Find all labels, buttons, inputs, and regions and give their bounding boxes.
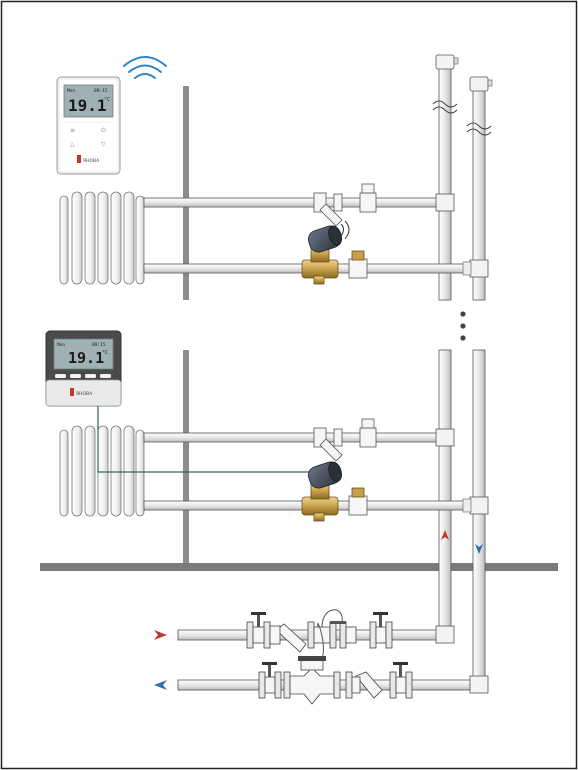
lcd-unit: °C: [102, 350, 108, 356]
floor-slab: [40, 563, 558, 571]
strainer-upper: [313, 183, 377, 227]
radiator-upper: [59, 191, 145, 285]
zone-valve-lower: [301, 461, 342, 522]
lockshield-lower: [348, 487, 368, 516]
lcd-temperature: 19.1: [68, 96, 107, 115]
supply-strainer: [269, 623, 307, 653]
lockshield-upper: [348, 250, 368, 279]
signal-icon: [340, 220, 350, 240]
lcd-mode: Mon: [67, 88, 75, 94]
zone-valve-upper: [301, 225, 342, 285]
button-key: [55, 374, 66, 378]
lcd-time: 09:15: [92, 342, 106, 348]
brand-logo: [77, 155, 81, 163]
pressure-diff-valve: [307, 609, 357, 663]
elbow-return: [469, 675, 489, 694]
strainer-lower: [313, 418, 377, 462]
supply-gate-valve: [246, 612, 271, 649]
impulse-tube: [321, 609, 343, 628]
signal-wire: [97, 406, 318, 473]
arrow-down-icon: [475, 544, 483, 554]
wifi-icon: [123, 56, 167, 79]
menu-icon: ≡: [70, 127, 75, 134]
riser-tee-lower-supply: [435, 428, 455, 447]
lcd-unit: °C: [104, 97, 110, 103]
riser-tee-upper-supply: [435, 193, 455, 212]
elbow-supply: [435, 625, 455, 644]
wall-lower: [183, 350, 189, 564]
pipe-supply-lower: [143, 432, 445, 443]
lcd-screen: [63, 84, 114, 118]
brand-name: ЯНОВА: [76, 391, 93, 397]
thermostat-wireless: Mon 09:15 19.1 °C ≡ ⏻ △ ▽ ЯНОВА: [56, 76, 121, 175]
return-strainer: [345, 671, 383, 699]
ellipsis-vertical-icon: [460, 311, 466, 341]
lcd-time: 09:15: [94, 88, 108, 94]
wall-upper: [183, 86, 189, 300]
riser-tee-upper-return: [462, 259, 489, 278]
lcd-screen: [53, 338, 114, 370]
arrow-left-icon: [154, 680, 167, 690]
return-gate-valve-2: [389, 662, 413, 699]
brand-logo: [70, 388, 74, 396]
button-key: [100, 374, 111, 378]
pipe-supply-upper: [143, 197, 445, 208]
arrow-up-icon: [441, 530, 449, 540]
down-icon: ▽: [101, 141, 106, 148]
power-icon: ⏻: [101, 127, 106, 134]
lcd-temperature: 19.1: [68, 349, 104, 367]
supply-gate-valve-2: [369, 612, 393, 649]
arrow-right-icon: [154, 630, 167, 640]
riser-tee-lower-return: [462, 496, 489, 515]
thermostat-wired: Mon 09:15 19.1 °C ЯНОВА: [45, 330, 122, 407]
riser-supply: [432, 54, 459, 641]
button-key: [70, 374, 81, 378]
button-key: [85, 374, 96, 378]
riser-return: [466, 76, 493, 691]
brand-name: ЯНОВА: [83, 158, 100, 164]
balancing-valve: [283, 656, 341, 705]
lcd-mode: Mon: [57, 342, 65, 348]
up-icon: △: [70, 141, 75, 148]
radiator-lower: [59, 425, 145, 517]
return-gate-valve: [258, 662, 282, 699]
